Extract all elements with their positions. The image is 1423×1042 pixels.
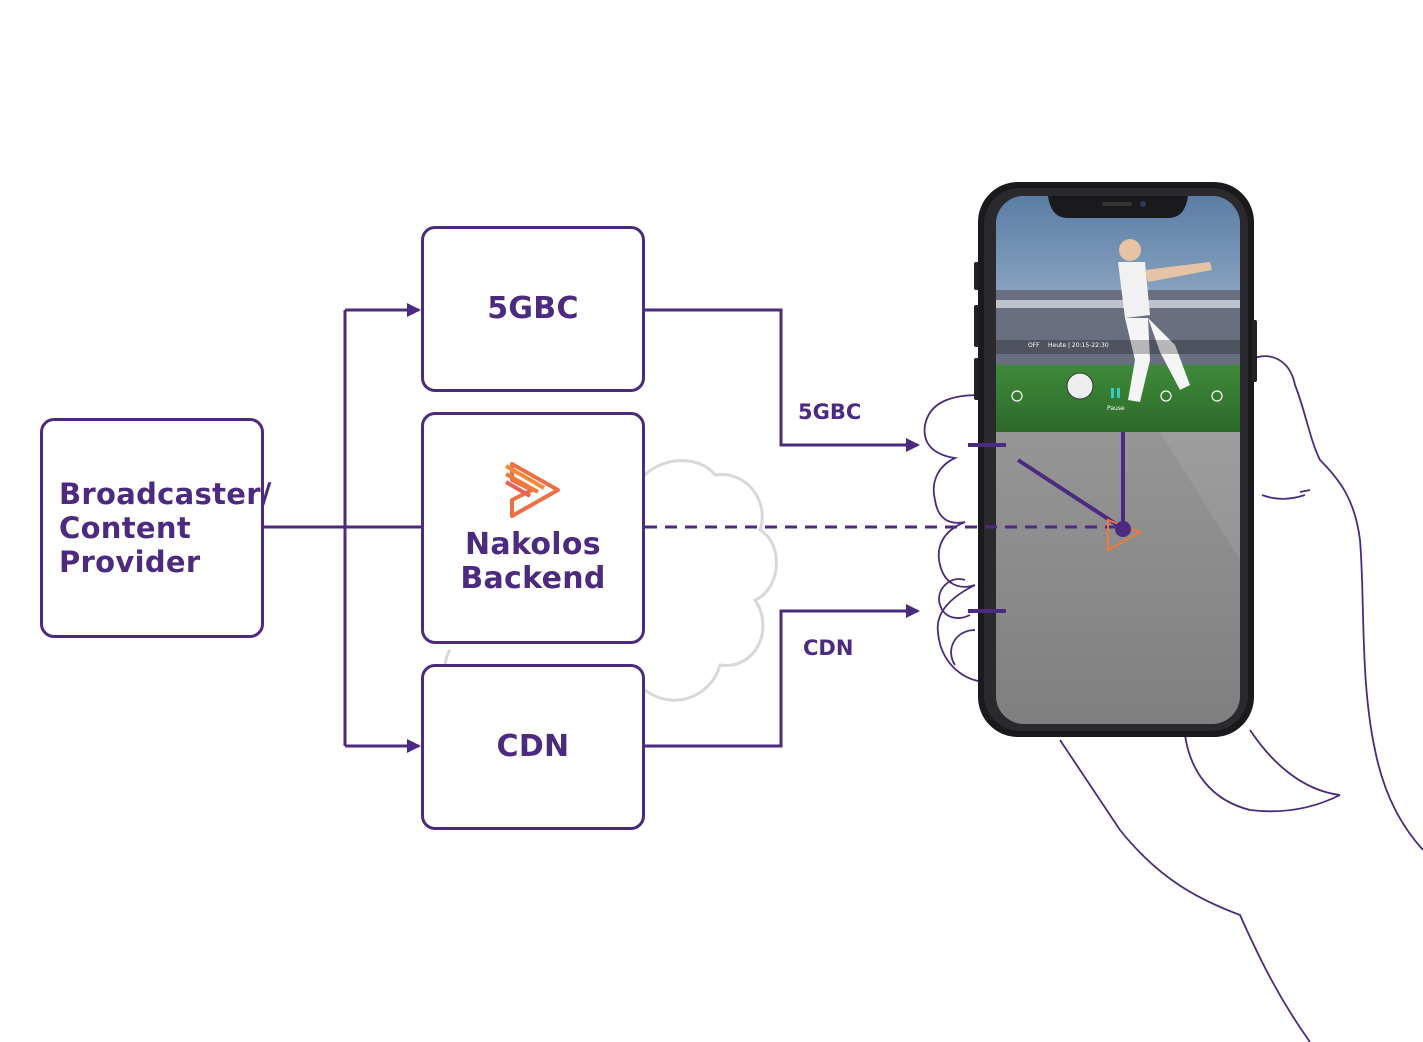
broadcaster-line-3: Provider <box>59 545 201 579</box>
sync-marker <box>968 432 1143 613</box>
nakolos-logo-icon <box>504 462 560 518</box>
fivegbc-node: 5GBC <box>421 226 645 392</box>
cdn-node: CDN <box>421 664 645 830</box>
fivegbc-label: 5GBC <box>487 291 579 326</box>
broadcaster-line-1: Broadcaster/ <box>59 477 272 511</box>
nakolos-line-1: Nakolos <box>465 527 601 562</box>
cdn-edge-label: CDN <box>803 636 854 660</box>
broadcaster-label: Broadcaster/ Content Provider <box>59 477 272 579</box>
video-overlay-channel: OFF <box>1028 342 1040 349</box>
hand-icon <box>923 355 1423 1042</box>
nakolos-line-2: Backend <box>460 561 606 596</box>
broadcaster-node: Broadcaster/ Content Provider <box>40 418 271 638</box>
nakolos-backend-node: Nakolos Backend <box>421 412 645 644</box>
connector-lines <box>264 303 1115 753</box>
video-overlay-time: Heute | 20:15-22:30 <box>1048 342 1109 349</box>
nakolos-label: Nakolos Backend <box>460 528 605 596</box>
broadcaster-line-2: Content <box>59 511 191 545</box>
pause-button[interactable]: Pause <box>1107 405 1125 412</box>
fivegbc-edge-label: 5GBC <box>798 400 862 424</box>
smartphone-icon <box>974 182 1257 737</box>
cdn-label: CDN <box>496 729 570 764</box>
